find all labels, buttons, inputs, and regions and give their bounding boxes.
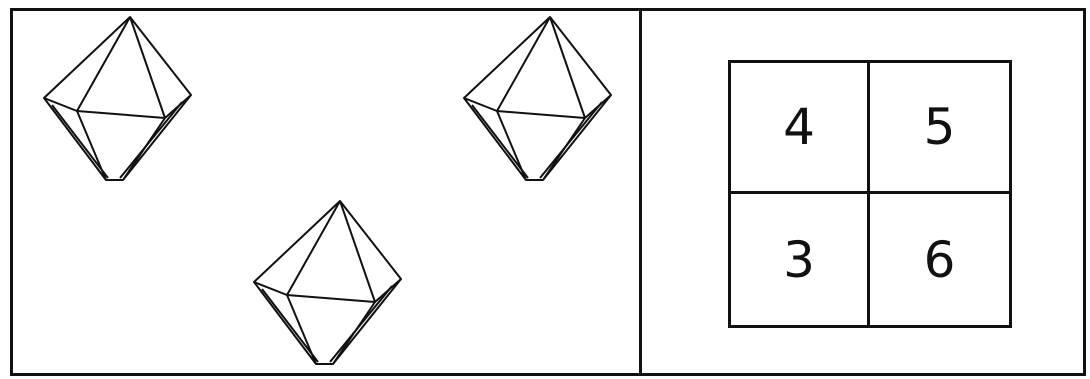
grid-cell-bottom-left: 3 [731,194,870,325]
octahedron-icon [250,199,410,379]
octahedron-icon [40,15,200,195]
number-panel: 4 5 3 6 [642,11,1083,373]
octahedron-icon [460,15,620,195]
grid-cell-bottom-right: 6 [870,194,1009,325]
grid-cell-top-right: 5 [870,63,1009,194]
grid-cell-top-left: 4 [731,63,870,194]
puzzle-figure: 4 5 3 6 [10,8,1086,376]
number-grid: 4 5 3 6 [728,60,1012,328]
shapes-panel [13,11,639,373]
